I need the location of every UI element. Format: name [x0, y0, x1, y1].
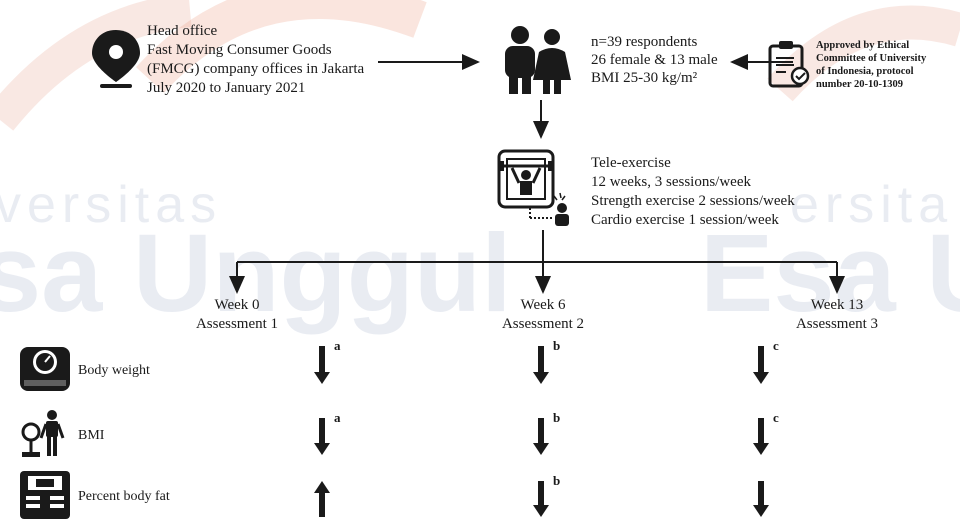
timepoint-assessment-3: Assessment 3 [795, 316, 879, 332]
intervention-line4: Cardio exercise 1 session/week [591, 212, 779, 228]
outcome-label-percent-body-fat: Percent body fat [78, 489, 170, 504]
decrease-arrow-icon [533, 481, 549, 517]
head-office-line1: Fast Moving Consumer Goods [147, 42, 332, 58]
watermark-text-2: sa Unggul [0, 212, 512, 335]
significance-marker: b [553, 338, 561, 353]
ethics-line3: of Indonesia, protocol [816, 66, 914, 77]
decrease-arrow-icon [753, 481, 769, 517]
significance-marker: b [553, 473, 561, 488]
timepoint-assessment-2: Assessment 2 [501, 316, 585, 332]
timepoint-week-0: Week 0 [214, 297, 260, 313]
outcome-label-bmi: BMI [78, 428, 105, 443]
watermark-text-1: versitas [0, 176, 223, 234]
timepoint-week-6: Week 6 [520, 297, 566, 313]
head-office-title: Head office [147, 23, 218, 39]
ethics-line4: number 20-10-1309 [816, 79, 904, 90]
decrease-arrow-icon [533, 346, 549, 384]
watermark-text-3: ersita [790, 176, 954, 234]
decrease-arrow-icon [314, 418, 330, 455]
respondents-line2: 26 female & 13 male [591, 52, 718, 68]
ethics-line2: Committee of University [816, 53, 927, 64]
timepoint-week-13: Week 13 [810, 297, 864, 313]
intervention-line1: Tele-exercise [591, 155, 671, 171]
decrease-arrow-icon [533, 418, 549, 455]
intervention-line2: 12 weeks, 3 sessions/week [591, 174, 751, 190]
ethics-line1: Approved by Ethical [816, 40, 910, 51]
significance-marker: b [553, 410, 561, 425]
outcome-label-body-weight: Body weight [78, 363, 150, 378]
decrease-arrow-icon [753, 346, 769, 384]
decrease-arrow-icon [314, 346, 330, 384]
respondents-line1: n=39 respondents [591, 34, 698, 50]
head-office-line3: July 2020 to January 2021 [147, 80, 306, 96]
significance-marker: c [773, 410, 779, 425]
decrease-arrow-icon [753, 418, 769, 455]
intervention-line3: Strength exercise 2 sessions/week [591, 193, 795, 209]
significance-marker: a [334, 410, 341, 425]
respondents-line3: BMI 25-30 kg/m² [591, 70, 698, 86]
significance-marker: a [334, 338, 341, 353]
head-office-line2: (FMCG) company offices in Jakarta [147, 61, 365, 77]
timepoint-assessment-1: Assessment 1 [195, 316, 279, 332]
watermark-text-4: Esa U [700, 212, 960, 335]
significance-marker: c [773, 338, 779, 353]
increase-arrow-icon [314, 481, 330, 517]
